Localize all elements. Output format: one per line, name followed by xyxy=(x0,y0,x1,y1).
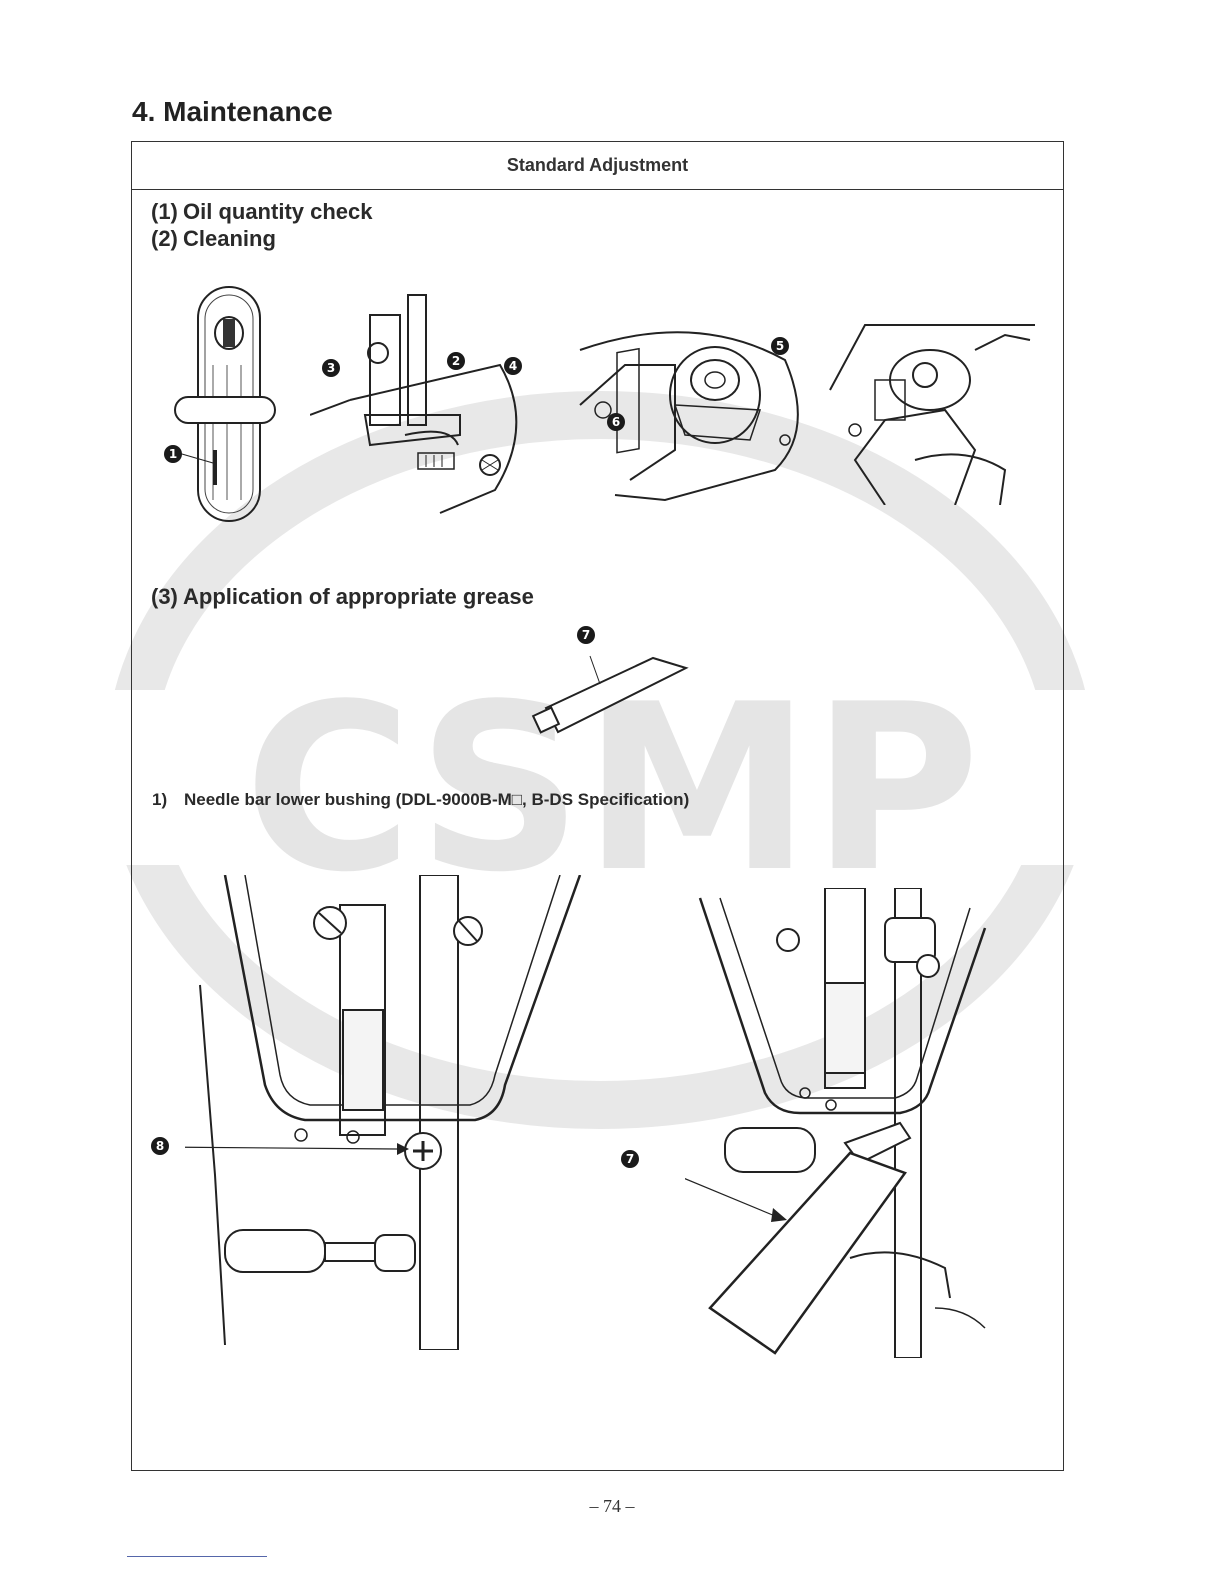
callout-7-second: 7 xyxy=(621,1150,639,1168)
item-text: Oil quantity check xyxy=(183,199,373,224)
subitem-text: Needle bar lower bushing (DDL-9000B-M□, … xyxy=(184,790,689,809)
item-text: Application of appropriate grease xyxy=(183,584,534,609)
oil-gauge-illustration xyxy=(165,285,285,525)
item-number: (1) xyxy=(151,199,183,225)
callout-2: 2 xyxy=(447,352,465,370)
footer-rule xyxy=(127,1556,267,1557)
item-number: (3) xyxy=(151,584,183,610)
callout-5: 5 xyxy=(771,337,789,355)
table-header: Standard Adjustment xyxy=(132,142,1063,190)
grease-tube-illustration xyxy=(528,648,693,738)
item-number: (2) xyxy=(151,226,183,252)
needle-bar-bushing-screw-illustration xyxy=(185,875,590,1350)
item-grease-application: (3)Application of appropriate grease xyxy=(151,584,534,610)
callout-8: 8 xyxy=(151,1137,169,1155)
callout-3: 3 xyxy=(322,359,340,377)
grease-application-illustration xyxy=(685,888,1005,1358)
item-text: Cleaning xyxy=(183,226,276,251)
callout-1: 1 xyxy=(164,445,182,463)
section-title: 4. Maintenance xyxy=(132,96,333,128)
page-number: – 74 – xyxy=(0,1496,1224,1517)
subitem-number: 1) xyxy=(152,790,184,810)
item-cleaning: (2)Cleaning xyxy=(151,226,276,252)
item-oil-quantity-check: (1)Oil quantity check xyxy=(151,199,373,225)
callout-7: 7 xyxy=(577,626,595,644)
subitem-needle-bar-bushing: 1)Needle bar lower bushing (DDL-9000B-M□… xyxy=(152,790,689,810)
bobbin-area-illustration xyxy=(825,320,1040,505)
callout-6: 6 xyxy=(607,413,625,431)
callout-4: 4 xyxy=(504,357,522,375)
presser-foot-illustration xyxy=(310,285,530,525)
